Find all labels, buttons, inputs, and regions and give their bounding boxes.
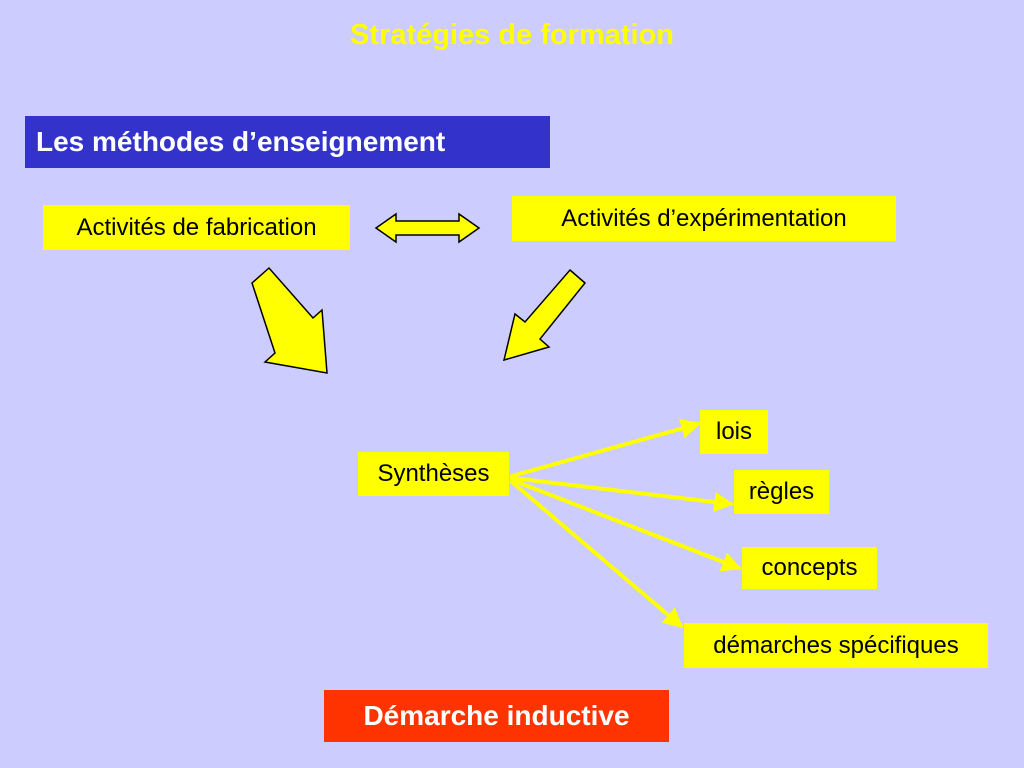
result-box: Démarche inductive — [324, 690, 669, 742]
arrow-experimentation-down — [502, 268, 587, 362]
arrow-to-demarches — [510, 480, 684, 629]
section-heading: Les méthodes d’enseignement — [25, 116, 550, 168]
node-demarches: démarches spécifiques — [684, 623, 988, 668]
page-title: Stratégies de formation — [350, 19, 674, 51]
node-syntheses: Synthèses — [358, 452, 509, 496]
node-fabrication: Activités de fabrication — [43, 205, 350, 250]
node-lois: lois — [700, 410, 768, 454]
arrow-to-concepts — [510, 478, 742, 572]
arrow-to-lois — [510, 418, 702, 478]
node-regles: règles — [734, 470, 829, 514]
arrow-fabrication-down — [251, 266, 328, 374]
node-concepts: concepts — [742, 547, 877, 589]
node-experimentation: Activités d’expérimentation — [512, 196, 896, 241]
double-arrow — [374, 212, 481, 244]
arrow-to-regles — [510, 476, 735, 512]
